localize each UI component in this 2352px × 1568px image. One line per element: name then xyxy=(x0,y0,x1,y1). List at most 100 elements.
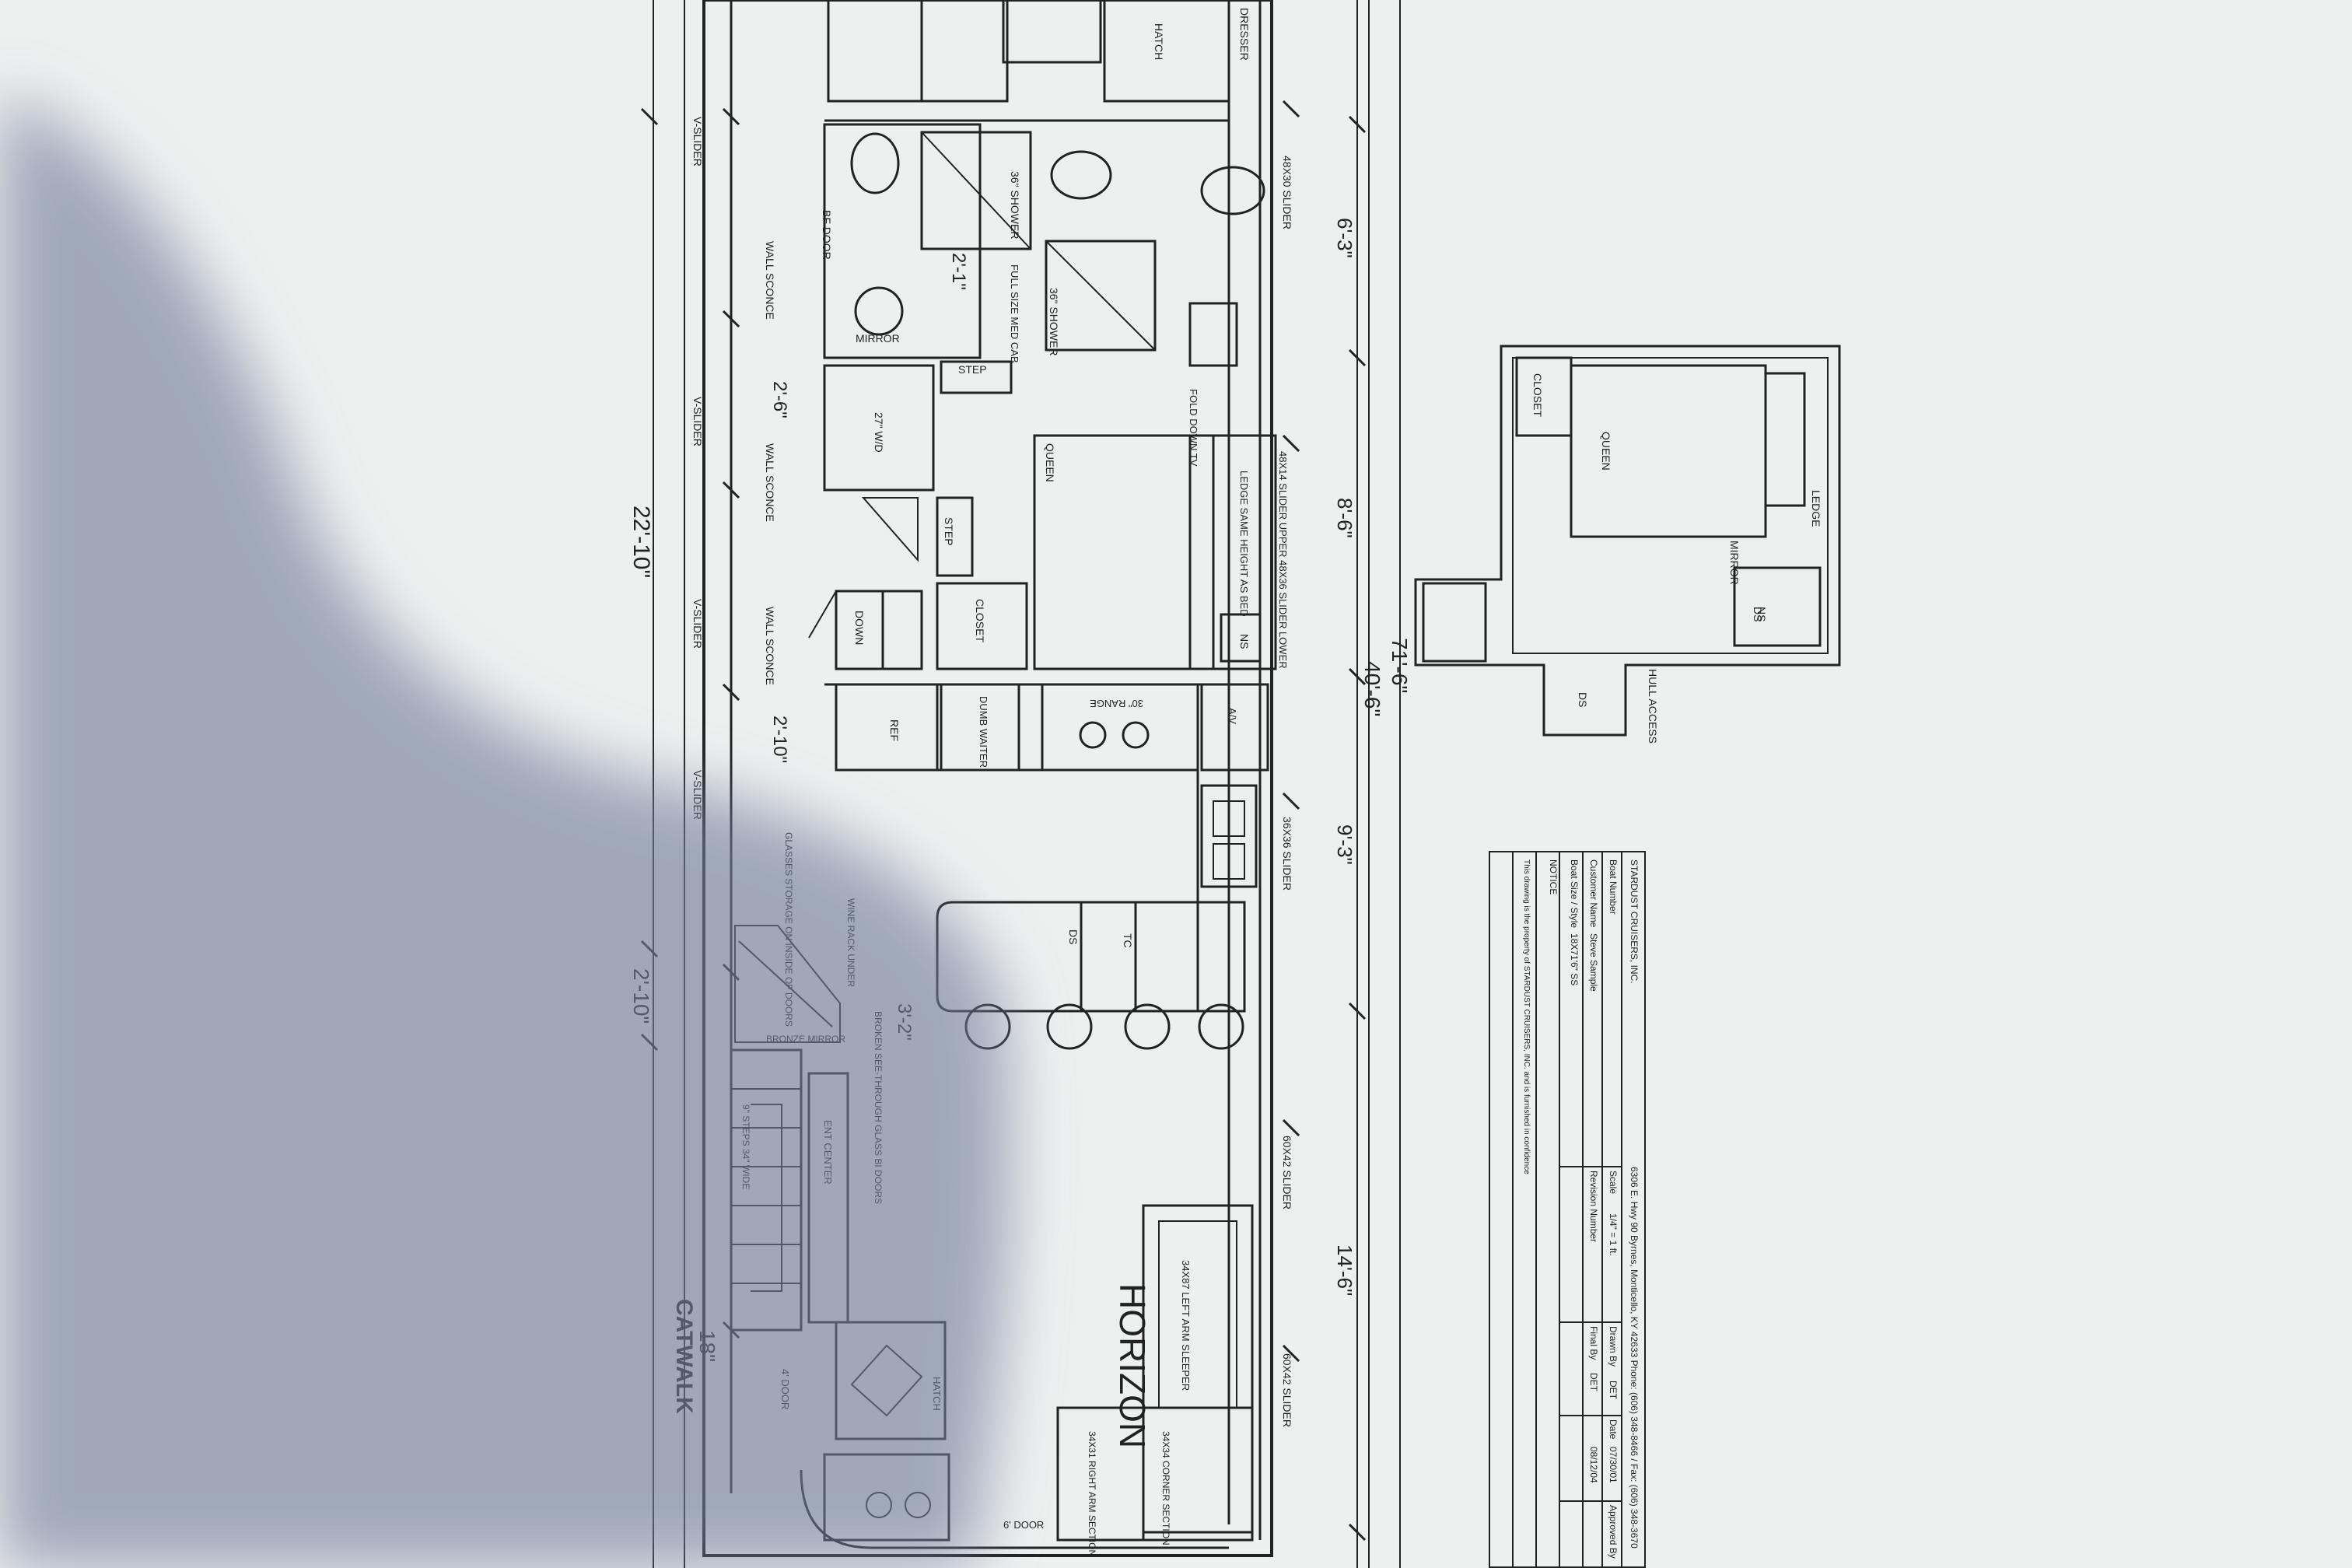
window-label: V-SLIDER xyxy=(691,397,704,446)
tb-final-value: DET xyxy=(1588,1373,1599,1392)
window-label: 60X42 SLIDER xyxy=(1281,1136,1293,1209)
dim-right-3: 14'-6" xyxy=(1333,1244,1356,1296)
tb-customer-value: Steve Sample xyxy=(1588,933,1599,992)
tb-date-value: 07/30/01 xyxy=(1608,1447,1619,1483)
dim-right-0: 6'-3" xyxy=(1333,218,1356,258)
hull-length: 40'-6" xyxy=(1360,661,1384,716)
title-block-labels: STARDUST CRUISERS, INC. 6306 E. Hwy 90 B… xyxy=(1522,859,1640,1559)
room-glasses: GLASSES STORAGE ON INSIDE OF DOORS xyxy=(783,832,794,1027)
room-ns: NS xyxy=(1238,634,1251,649)
upper-closet-label: CLOSET xyxy=(1531,373,1544,417)
window-label: V-SLIDER xyxy=(691,117,704,166)
room-sleeper: 34X87 LEFT ARM SLEEPER xyxy=(1180,1260,1192,1391)
tb-scale: Scale xyxy=(1608,1171,1619,1194)
tb-company: STARDUST CRUISERS, INC. xyxy=(1629,859,1640,984)
tb-boat-size-value: 18X71'6" SS xyxy=(1569,933,1580,985)
tb-date: Date xyxy=(1608,1419,1619,1440)
room-queen: QUEEN xyxy=(1044,443,1056,482)
room-med-cab: FULL SIZE MED CAB xyxy=(1009,264,1020,363)
room-right-arm: 34X31 RIGHT ARM SECTION xyxy=(1087,1431,1097,1556)
window-label: V-SLIDER xyxy=(691,599,704,649)
total-length: 71'-6" xyxy=(1388,638,1412,693)
room-mirror: MIRROR xyxy=(856,332,900,345)
room-ledge: LEDGE SAME HEIGHT AS BED xyxy=(1238,471,1250,617)
room-steps: 9" STEPS 34" WIDE xyxy=(740,1104,751,1189)
room-ent-center: ENT CENTER xyxy=(822,1120,834,1185)
tb-revision: Revision Number xyxy=(1588,1171,1599,1242)
room-dresser: DRESSER xyxy=(1238,8,1251,61)
room-fold-tv: FOLD DOWN TV xyxy=(1188,389,1199,467)
room-shower-2: 36" SHOWER xyxy=(1048,288,1060,355)
boat-name: HORIZON xyxy=(1112,1283,1153,1448)
room-ds: DS xyxy=(1067,929,1080,944)
room-step-2: STEP xyxy=(943,517,955,546)
room-wd: 27" W/D xyxy=(873,412,885,453)
tb-final: Final By xyxy=(1588,1326,1599,1360)
upper-deck-outline xyxy=(1414,345,1841,737)
upper-queen-label: QUEEN xyxy=(1600,432,1612,471)
room-hatch-2: HATCH xyxy=(931,1377,943,1411)
tb-drawn: Drawn By xyxy=(1608,1326,1619,1367)
tb-boat-size: Boat Size / Style xyxy=(1569,859,1580,928)
upper-ds-label: DS xyxy=(1752,607,1764,621)
bow-dimension: 2'-10" xyxy=(629,968,653,1024)
room-closet: CLOSET xyxy=(974,599,986,642)
room-hatch: HATCH xyxy=(1153,23,1165,60)
room-ref: REF xyxy=(888,719,901,741)
hull-access-label: HULL ACCESS xyxy=(1647,669,1659,744)
dim-left-0: 2'-1" xyxy=(948,253,969,290)
queen-bed xyxy=(1033,434,1215,670)
toilet-2 xyxy=(1200,166,1265,215)
room-window-upper: 48X14 SLIDER UPPER 48X36 SLIDER LOWER xyxy=(1277,451,1289,669)
room-av: A/V xyxy=(1227,708,1238,724)
dim-left-1: 2'-6" xyxy=(769,381,790,418)
tb-scale-value: 1/4" = 1 ft. xyxy=(1608,1213,1619,1256)
window-label: V-SLIDER xyxy=(691,770,704,820)
tb-approved: Approved By xyxy=(1608,1505,1619,1559)
room-corner: 34X34 CORNER SECTION xyxy=(1160,1431,1171,1545)
galley-sink xyxy=(1200,784,1258,888)
title-block xyxy=(1489,851,1646,1568)
room-tc: TC xyxy=(1122,933,1134,948)
room-door-2: 4' DOOR xyxy=(779,1369,791,1409)
room-bf-door: BF DOOR xyxy=(821,210,833,260)
room-bronze-mirror: BRONZE MIRROR xyxy=(766,1034,845,1045)
catwalk-label: CATWALK xyxy=(671,1299,697,1414)
tb-boat-number: Boat Number xyxy=(1608,859,1619,915)
tb-final-date: 08/12/04 xyxy=(1588,1447,1599,1483)
room-door: 6' DOOR xyxy=(1003,1519,1044,1531)
sink-1 xyxy=(1050,150,1112,200)
upper-deck-labels: CLOSET QUEEN LEDGE MIRROR NS DS DS HULL … xyxy=(1531,373,1822,744)
upper-ds-label-2: DS xyxy=(1577,692,1589,707)
room-see-through: BROKEN SEE-THROUGH GLASS BI DOORS xyxy=(873,1011,884,1204)
room-wall-sconce: WALL SCONCE xyxy=(764,241,776,320)
tb-customer: Customer Name xyxy=(1588,859,1599,928)
room-wall-sconce: WALL SCONCE xyxy=(764,443,776,522)
room-wall-sconce: WALL SCONCE xyxy=(764,607,776,685)
room-shower: 36" SHOWER xyxy=(1009,171,1021,239)
upper-ledge-label: LEDGE xyxy=(1810,490,1822,527)
room-range: 30" RANGE xyxy=(1090,698,1143,709)
room-wine-rack: WINE RACK UNDER xyxy=(845,898,856,987)
window-label: 48X30 SLIDER xyxy=(1281,156,1293,229)
upper-mirror-label: MIRROR xyxy=(1728,541,1741,585)
room-down: DOWN xyxy=(853,611,866,645)
catwalk-width: 18" xyxy=(695,1330,719,1362)
dim-left-2: 2'-10" xyxy=(769,716,790,763)
title-block-frame xyxy=(1489,851,1646,1568)
tb-notice-text: This drawing is the property of STARDUST… xyxy=(1522,859,1531,1174)
window-label: 36X36 SLIDER xyxy=(1281,817,1293,891)
upper-ns-label: NS xyxy=(1755,607,1768,621)
window-label: 60X42 SLIDER xyxy=(1281,1353,1293,1427)
sectional-sofa xyxy=(1142,1204,1254,1534)
tb-address: 6306 E. Hwy 90 Byrnes, Monticello, KY 42… xyxy=(1629,1167,1640,1549)
beam-dimension: 22'-10" xyxy=(628,506,654,578)
dim-right-2: 9'-3" xyxy=(1333,824,1356,865)
room-dumb-waiter: DUMB WAITER xyxy=(978,696,989,768)
tb-notice: NOTICE xyxy=(1548,859,1559,894)
dim-right-1: 8'-6" xyxy=(1333,498,1356,538)
dim-left-3: 3'-2" xyxy=(894,1003,915,1041)
tb-drawn-value: DET xyxy=(1608,1381,1619,1400)
